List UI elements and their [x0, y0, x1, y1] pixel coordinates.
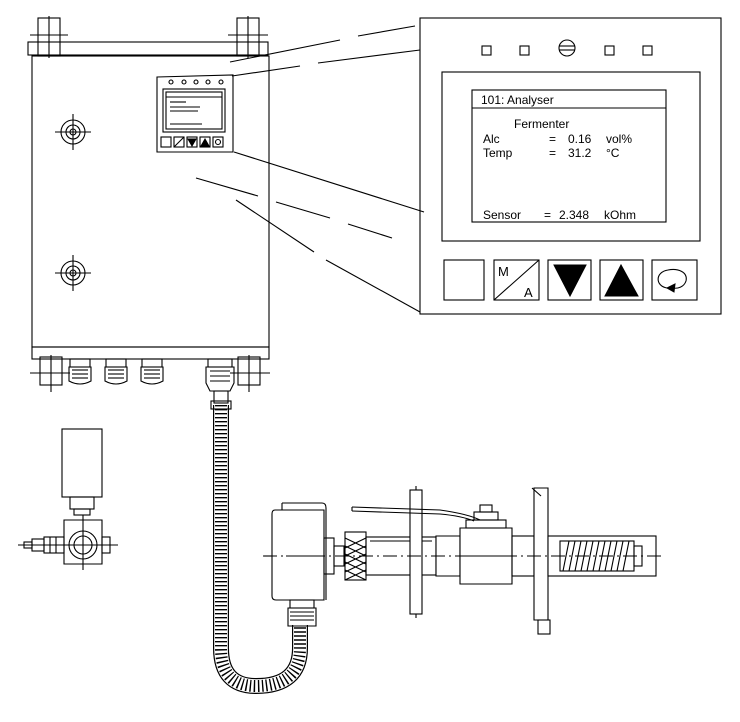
analyser-cabinet: [27, 16, 270, 404]
front-screw-upper: [55, 114, 91, 150]
cable-gland-3: [140, 358, 164, 385]
led-3-icon: [604, 45, 615, 56]
mini-controller: [156, 74, 234, 153]
display-group: Fermenter: [514, 117, 569, 131]
mode-m-label: M: [498, 264, 509, 279]
cable-gland-1: [68, 358, 92, 385]
flexible-conduit: [210, 400, 308, 695]
knob-icon: [558, 39, 576, 57]
arrow-up-icon: [604, 263, 639, 297]
cable-gland-2: [104, 358, 128, 385]
display-header: 101: Analyser: [481, 93, 554, 107]
mode-a-label: A: [524, 285, 533, 300]
lcd-display: [471, 89, 667, 223]
temp-value: 31.2: [568, 146, 592, 160]
controller-panel: 101: Analyser Fermenter Alc = 0.16 vol% …: [419, 17, 722, 315]
temp-unit: °C: [606, 146, 620, 160]
alc-value: 0.16: [568, 132, 592, 146]
temp-eq: =: [549, 146, 556, 160]
alc-eq: =: [549, 132, 556, 146]
mode-ma-button[interactable]: M A: [493, 259, 540, 301]
temp-label: Temp: [483, 146, 513, 160]
enter-return-icon: [657, 268, 687, 293]
sensor-unit: kOhm: [604, 208, 636, 222]
arrow-up-button[interactable]: [599, 259, 644, 301]
led-4-icon: [642, 45, 653, 56]
enter-button[interactable]: [651, 259, 698, 301]
sensor-label: Sensor: [483, 208, 521, 222]
led-2-icon: [519, 45, 530, 56]
side-view-valve: [18, 428, 118, 570]
sensor-eq: =: [544, 208, 551, 222]
arrow-down-icon: [553, 264, 587, 298]
cable-gland-sensor: [205, 358, 235, 404]
sensor-probe-assembly: [263, 486, 664, 635]
sensor-value: 2.348: [559, 208, 589, 222]
led-1-icon: [481, 45, 492, 56]
arrow-down-button[interactable]: [547, 259, 592, 301]
zoom-callout-lines: [195, 25, 425, 313]
front-screw-lower: [55, 255, 91, 291]
blank-key-icon[interactable]: [443, 259, 485, 301]
alc-label: Alc: [483, 132, 500, 146]
alc-unit: vol%: [606, 132, 632, 146]
